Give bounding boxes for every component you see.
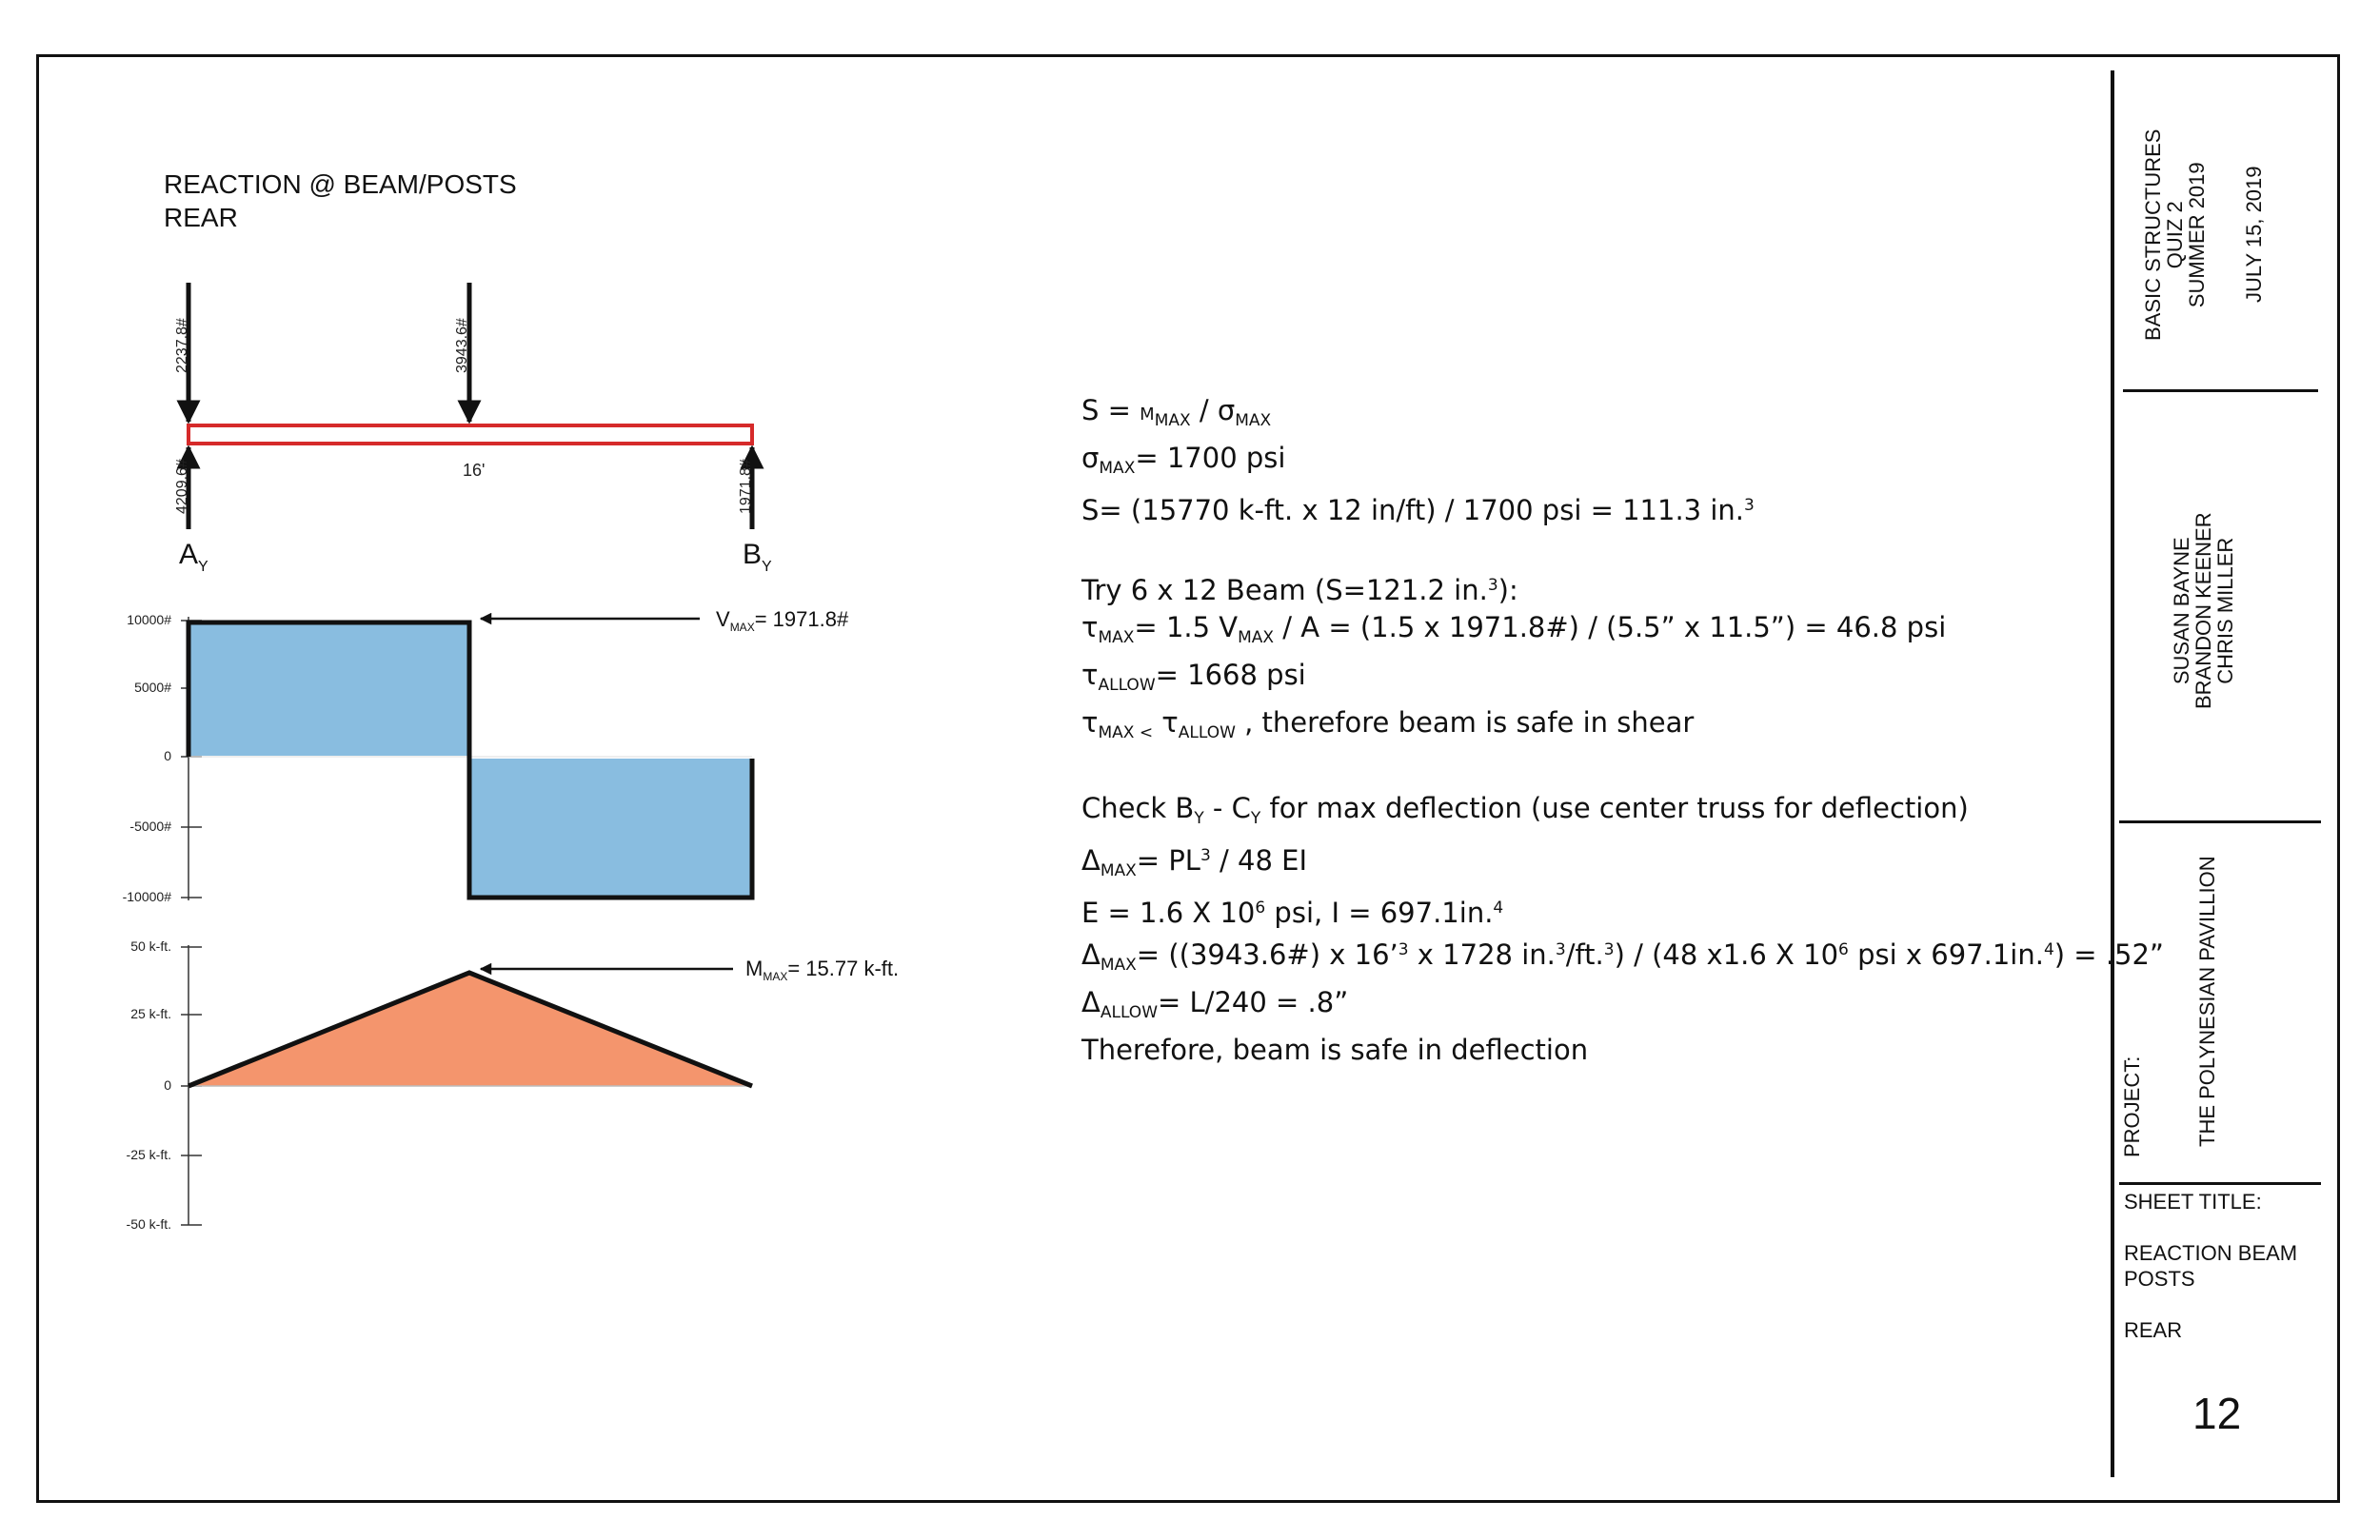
moment-region bbox=[190, 975, 752, 1086]
calc-allow-deflection: ΔALLOW= L/240 = .8” bbox=[1081, 986, 1349, 1022]
calc-deflection-intro: Check BY - CY for max deflection (use ce… bbox=[1081, 792, 1969, 828]
shear-tick-neg10000: -10000# bbox=[123, 889, 172, 904]
header-line-1: REACTION @ BEAM/POSTS bbox=[164, 169, 517, 199]
calc-allow-shear: τALLOW= 1668 psi bbox=[1081, 659, 1306, 695]
calc-shear-check: τMAX < τALLOW , therefore beam is safe i… bbox=[1081, 706, 1695, 742]
shear-diagram: 10000# 5000# 0 -5000# -10000# VMAX= 1971… bbox=[123, 607, 849, 904]
title-block-divider-3 bbox=[2119, 1182, 2321, 1185]
beam-member bbox=[187, 424, 754, 445]
calc-deflection-value: ΔMAX= ((3943.6#) x 16’3 x 1728 in.3/ft.3… bbox=[1081, 938, 2164, 975]
shear-tick-5000: 5000# bbox=[134, 680, 171, 695]
course-info: BASIC STRUCTURES QUIZ 2 SUMMER 2019 bbox=[2141, 128, 2210, 341]
calc-deflection-formula: ΔMAX= PL3 / 48 EI bbox=[1081, 844, 1307, 880]
reaction-right-label: 1971.8# bbox=[738, 459, 754, 514]
shear-tick-0: 0 bbox=[164, 748, 171, 763]
moment-tick-25: 25 k-ft. bbox=[130, 1006, 171, 1021]
sheet-title-line-3: REAR bbox=[2124, 1318, 2183, 1342]
shear-tick-neg5000: -5000# bbox=[129, 819, 171, 834]
calc-section-modulus: S = MMAX / σMAX bbox=[1081, 394, 1272, 430]
calc-conclusion: Therefore, beam is safe in deflection bbox=[1081, 1034, 1589, 1066]
moment-tick-neg50: -50 k-ft. bbox=[127, 1216, 171, 1232]
shear-negative-region bbox=[471, 759, 750, 896]
shear-outline bbox=[186, 620, 755, 900]
sheet-title-label: SHEET TITLE: bbox=[2124, 1190, 2262, 1214]
reaction-left-label: 4209.6# bbox=[174, 459, 190, 514]
diagram-header: REACTION @ BEAM/POSTS REAR bbox=[164, 168, 517, 234]
load-mid-label: 3943.6# bbox=[454, 318, 470, 373]
header-line-2: REAR bbox=[164, 203, 238, 232]
moment-outline bbox=[188, 970, 753, 1089]
loading-diagram: 2237.8# 3943.6# 4209.6# 1971.8# 16' AY B… bbox=[174, 283, 772, 575]
mmax-label: MMAX= 15.77 k-ft. bbox=[745, 957, 899, 983]
load-left-label: 2237.8# bbox=[174, 318, 190, 373]
title-block-divider-2 bbox=[2119, 820, 2321, 823]
moment-diagram: 50 k-ft. 25 k-ft. 0 -25 k-ft. -50 k-ft. … bbox=[127, 938, 900, 1232]
calc-required-s: S= (15770 k-ft. x 12 in/ft) / 1700 psi =… bbox=[1081, 494, 1755, 526]
project-label: PROJECT: bbox=[2120, 1056, 2144, 1157]
sheet-number: 12 bbox=[2192, 1389, 2242, 1438]
calc-try-beam: Try 6 x 12 Beam (S=121.2 in.3): bbox=[1081, 574, 1518, 606]
moment-tick-50: 50 k-ft. bbox=[130, 938, 171, 954]
sheet-title-line-1: REACTION BEAM bbox=[2124, 1241, 2298, 1265]
calc-allowable-stress: σMAX= 1700 psi bbox=[1081, 442, 1286, 478]
project-name: THE POLYNESIAN PAVILLION bbox=[2195, 856, 2219, 1147]
team-names: SUSAN BAYNE BRANDON KEENER CHRIS MILLER bbox=[2170, 512, 2238, 709]
calc-modulus-inertia: E = 1.6 X 106 psi, I = 697.1in.4 bbox=[1081, 897, 1504, 929]
moment-tick-0: 0 bbox=[164, 1077, 171, 1093]
calc-shear-stress: τMAX= 1.5 VMAX / A = (1.5 x 1971.8#) / (… bbox=[1081, 611, 1947, 647]
vmax-label: VMAX= 1971.8# bbox=[716, 607, 849, 634]
calculations: S = MMAX / σMAX σMAX= 1700 psi S= (15770… bbox=[1081, 392, 2164, 1069]
submission-date: JULY 15, 2019 bbox=[2242, 166, 2266, 303]
shear-positive-region bbox=[190, 623, 468, 756]
drawing-sheet-border bbox=[36, 54, 2340, 1503]
shear-tick-10000: 10000# bbox=[127, 612, 171, 627]
support-a-label: AY bbox=[179, 539, 208, 575]
title-block-rule bbox=[2111, 70, 2114, 1477]
title-block-divider-1 bbox=[2123, 389, 2318, 392]
moment-tick-neg25: -25 k-ft. bbox=[127, 1147, 171, 1162]
sheet-title-line-2: POSTS bbox=[2124, 1267, 2195, 1291]
span-label: 16' bbox=[463, 461, 485, 480]
support-b-label: BY bbox=[743, 539, 772, 575]
